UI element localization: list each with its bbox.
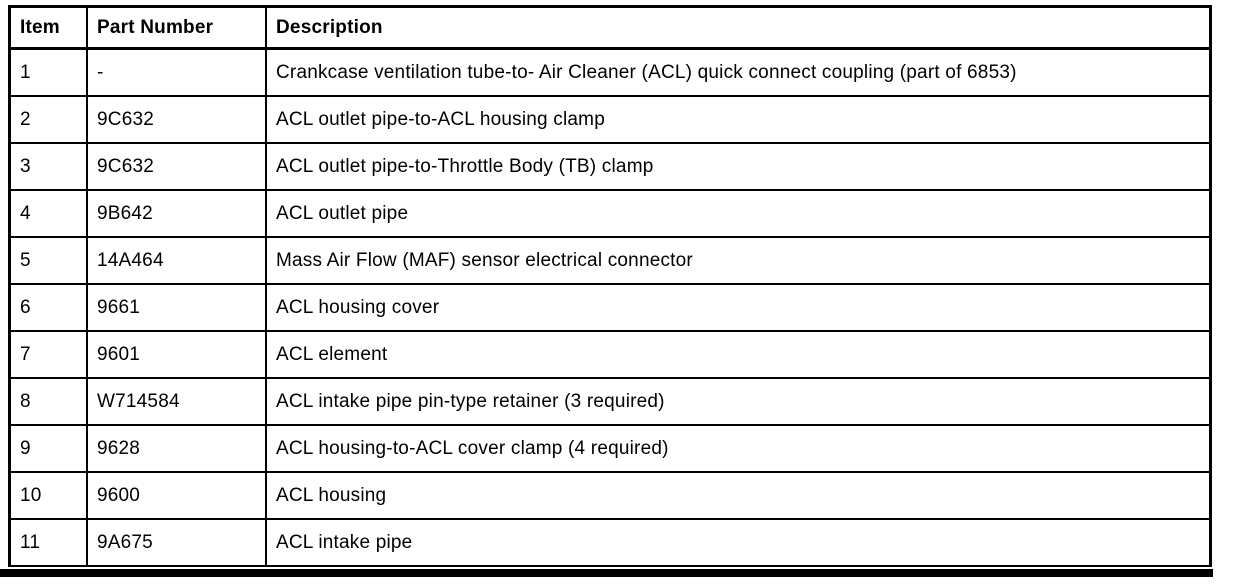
- header-row: Item Part Number Description: [8, 5, 1212, 50]
- table-row: 1-Crankcase ventilation tube-to- Air Cle…: [8, 47, 1212, 97]
- part-number-cell: 9C632: [86, 95, 267, 144]
- description-cell: ACL outlet pipe: [265, 189, 1212, 238]
- description-cell: ACL element: [265, 330, 1212, 379]
- header-item: Item: [8, 5, 88, 50]
- item-cell: 2: [8, 95, 88, 144]
- description-cell: ACL outlet pipe-to-Throttle Body (TB) cl…: [265, 142, 1212, 191]
- part-number-cell: 14A464: [86, 236, 267, 285]
- item-cell: 5: [8, 236, 88, 285]
- part-number-cell: 9600: [86, 471, 267, 520]
- item-cell: 8: [8, 377, 88, 426]
- part-number-cell: 9601: [86, 330, 267, 379]
- item-cell: 9: [8, 424, 88, 473]
- part-number-cell: 9C632: [86, 142, 267, 191]
- item-cell: 11: [8, 518, 88, 567]
- description-cell: Crankcase ventilation tube-to- Air Clean…: [265, 47, 1212, 97]
- part-number-cell: 9661: [86, 283, 267, 332]
- parts-table: Item Part Number Description 1-Crankcase…: [8, 5, 1212, 567]
- description-cell: ACL housing-to-ACL cover clamp (4 requir…: [265, 424, 1212, 473]
- table-header: Item Part Number Description: [8, 5, 1212, 50]
- part-number-cell: W714584: [86, 377, 267, 426]
- item-cell: 6: [8, 283, 88, 332]
- item-cell: 7: [8, 330, 88, 379]
- description-cell: ACL outlet pipe-to-ACL housing clamp: [265, 95, 1212, 144]
- bottom-rule: [0, 569, 1213, 577]
- description-cell: Mass Air Flow (MAF) sensor electrical co…: [265, 236, 1212, 285]
- item-cell: 10: [8, 471, 88, 520]
- part-number-cell: 9628: [86, 424, 267, 473]
- part-number-cell: 9B642: [86, 189, 267, 238]
- item-cell: 1: [8, 47, 88, 97]
- item-cell: 3: [8, 142, 88, 191]
- header-part-number: Part Number: [86, 5, 267, 50]
- table-body: 1-Crankcase ventilation tube-to- Air Cle…: [8, 47, 1212, 567]
- description-cell: ACL housing: [265, 471, 1212, 520]
- part-number-cell: -: [86, 47, 267, 97]
- item-cell: 4: [8, 189, 88, 238]
- header-description: Description: [265, 5, 1212, 50]
- description-cell: ACL intake pipe pin-type retainer (3 req…: [265, 377, 1212, 426]
- description-cell: ACL intake pipe: [265, 518, 1212, 567]
- description-cell: ACL housing cover: [265, 283, 1212, 332]
- part-number-cell: 9A675: [86, 518, 267, 567]
